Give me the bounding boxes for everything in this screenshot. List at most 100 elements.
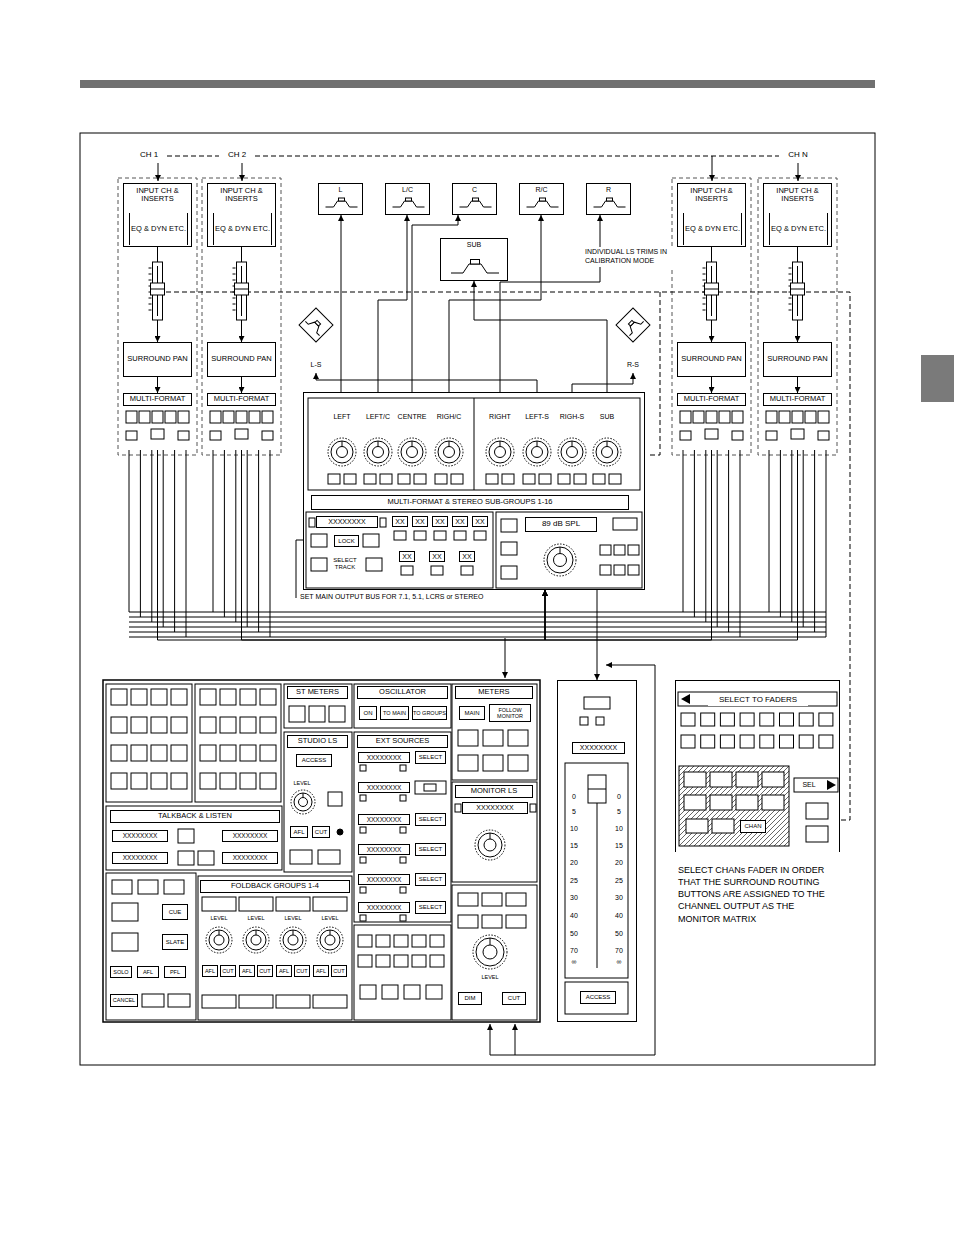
right-arrow xyxy=(827,780,836,790)
knob-pointer xyxy=(412,441,413,447)
left-arrow xyxy=(681,694,690,704)
speaker-magnet xyxy=(628,320,634,326)
button xyxy=(412,955,426,967)
panel-label: LEFT xyxy=(325,412,359,422)
node-text: C xyxy=(453,186,496,194)
button xyxy=(240,689,256,705)
bus-line xyxy=(151,450,152,622)
button xyxy=(806,803,828,819)
knob-pointer xyxy=(293,930,294,935)
bus-line xyxy=(705,450,706,622)
button xyxy=(131,773,147,789)
section-frame xyxy=(452,684,537,780)
button xyxy=(710,772,732,787)
panel-label: ∞ xyxy=(566,957,582,966)
panel-label: XX xyxy=(412,516,428,527)
button xyxy=(151,689,167,705)
signal-line xyxy=(515,1024,516,1055)
connector xyxy=(474,281,607,392)
fader-tick xyxy=(703,304,706,305)
button xyxy=(574,474,586,484)
button xyxy=(112,933,138,951)
button xyxy=(482,893,502,906)
panel-label: XX xyxy=(432,516,448,527)
format-box: MULTI-FORMAT xyxy=(763,393,832,450)
panel-label: XX xyxy=(399,551,415,562)
section-heading: FOLDBACK GROUPS 1-4 xyxy=(200,880,350,893)
input-box: INPUT CH & INSERTSEQ & DYN ETC. xyxy=(677,183,746,247)
button xyxy=(151,717,167,733)
bus-line xyxy=(740,450,741,637)
knob xyxy=(331,441,353,463)
panel-label: CH N xyxy=(783,150,813,161)
title-bar xyxy=(80,80,875,88)
button xyxy=(200,745,216,761)
section-heading: STUDIO LS xyxy=(287,735,348,748)
bus-line xyxy=(803,450,804,627)
button xyxy=(701,735,715,748)
button xyxy=(430,955,444,967)
button xyxy=(506,915,526,928)
panel-label: 30 xyxy=(566,893,582,902)
button xyxy=(328,474,340,484)
connector xyxy=(572,373,633,392)
node-text: METERS xyxy=(478,688,509,696)
panel-label: 25 xyxy=(566,876,582,885)
bus-line xyxy=(814,450,815,632)
bus-line xyxy=(129,617,826,618)
bus-line xyxy=(129,637,826,638)
button xyxy=(198,851,214,865)
button xyxy=(358,935,372,947)
panel-label: LEVEL xyxy=(289,779,315,788)
button xyxy=(502,474,514,484)
panel-label: TO MAIN xyxy=(380,706,409,720)
button xyxy=(240,745,256,761)
button xyxy=(451,474,463,484)
channel-dash xyxy=(255,156,779,157)
fader-cap-line xyxy=(705,289,719,290)
node-text: R xyxy=(587,186,630,194)
panel-label: CUT xyxy=(294,965,310,977)
button xyxy=(818,431,829,440)
button xyxy=(732,431,743,440)
knob xyxy=(246,930,266,950)
speaker-box: L/C xyxy=(385,183,430,215)
section-heading: ST METERS xyxy=(287,686,348,699)
button xyxy=(239,897,273,911)
panel-label: XXXXXXXX xyxy=(112,852,168,864)
connector xyxy=(711,377,712,393)
connector xyxy=(597,590,598,680)
button xyxy=(200,689,216,705)
button xyxy=(398,474,410,484)
channel-strip xyxy=(758,178,837,455)
button xyxy=(142,994,164,1007)
button xyxy=(200,717,216,733)
speaker-box: SUB xyxy=(440,238,508,281)
panel-label: AFL xyxy=(313,965,329,977)
node-text: SURROUND PAN xyxy=(211,355,271,363)
button xyxy=(458,893,478,906)
button xyxy=(328,792,342,806)
button xyxy=(313,897,347,911)
section-heading: OSCILLATOR xyxy=(357,686,448,699)
button xyxy=(400,765,406,771)
button xyxy=(289,706,305,722)
button xyxy=(720,735,734,748)
button xyxy=(138,880,158,894)
panel-label: LEFT/C xyxy=(361,412,395,422)
fader-cap-line xyxy=(235,289,249,290)
speaker-magnet xyxy=(607,198,613,201)
section-frame xyxy=(284,732,352,872)
fader-cap-line xyxy=(588,789,606,790)
control-panel xyxy=(103,680,540,1022)
button xyxy=(171,745,187,761)
panel-label: SEL xyxy=(796,779,822,791)
node-text: STUDIO LS xyxy=(298,737,338,745)
button xyxy=(609,474,621,484)
button xyxy=(431,566,443,575)
button xyxy=(360,795,366,801)
button xyxy=(260,689,276,705)
panel-label: XX xyxy=(392,516,408,527)
knob-scale xyxy=(523,438,551,466)
node-text: TALKBACK & LISTEN xyxy=(158,812,232,820)
